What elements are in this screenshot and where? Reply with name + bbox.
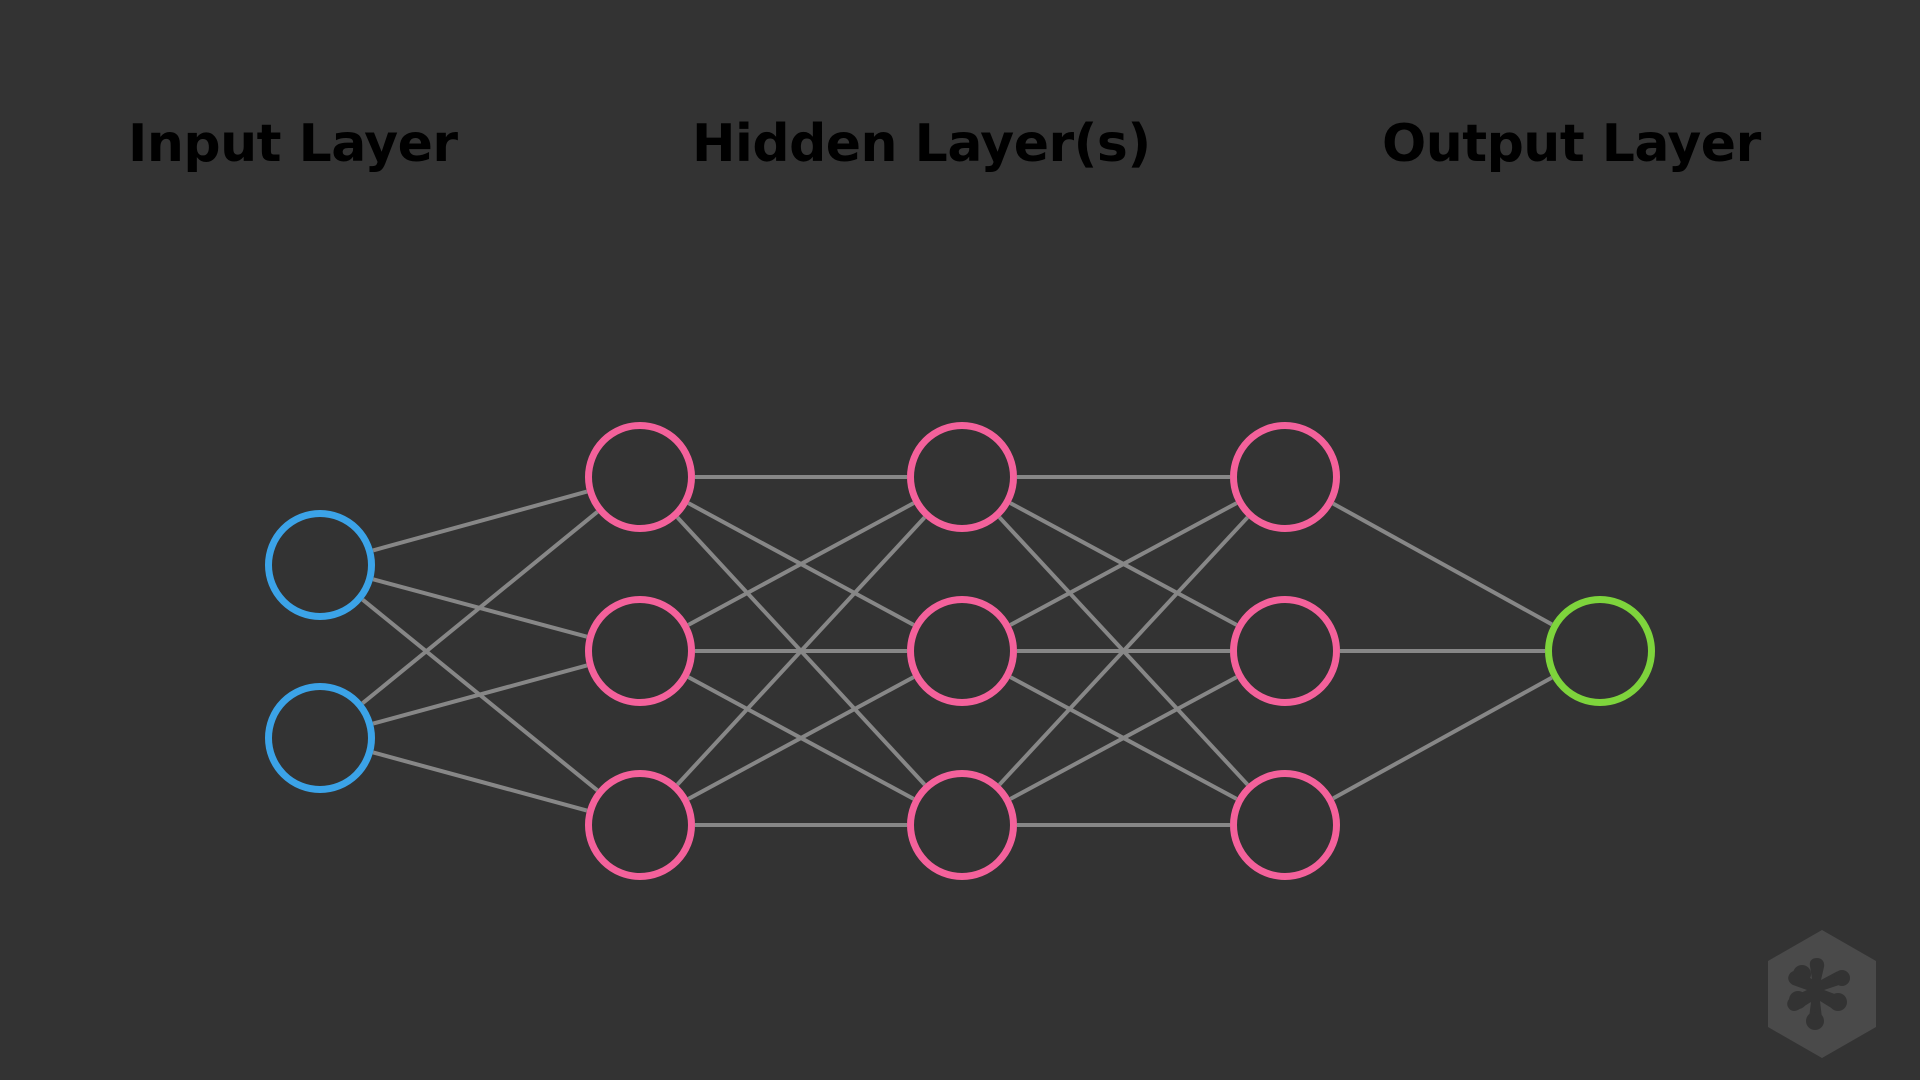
node-input-2[interactable] — [265, 683, 375, 793]
nodes-group — [265, 422, 1655, 880]
hidden-layer-title: Hidden Layer(s) — [692, 114, 1151, 174]
node-hidden-2[interactable] — [585, 596, 695, 706]
edge — [372, 750, 588, 813]
node-hidden-3[interactable] — [907, 770, 1017, 880]
node-hidden-3[interactable] — [585, 770, 695, 880]
edges-group — [361, 475, 1553, 827]
node-hidden-3[interactable] — [1230, 770, 1340, 880]
edge — [687, 501, 915, 627]
edge — [1332, 501, 1553, 627]
edge — [372, 489, 588, 553]
edge — [372, 663, 588, 726]
node-input-1[interactable] — [265, 510, 375, 620]
output-layer-title: Output Layer — [1382, 114, 1761, 174]
node-output-1[interactable] — [1545, 596, 1655, 706]
edge — [1009, 501, 1238, 627]
node-hidden-2[interactable] — [907, 596, 1017, 706]
node-hidden-1[interactable] — [585, 422, 695, 532]
edge — [687, 675, 915, 801]
hexagon-neuron-logo-icon — [1768, 930, 1876, 1058]
node-hidden-1[interactable] — [907, 422, 1017, 532]
input-layer-title: Input Layer — [128, 114, 458, 174]
node-hidden-2[interactable] — [1230, 596, 1340, 706]
node-hidden-1[interactable] — [1230, 422, 1340, 532]
edge — [361, 510, 599, 705]
edge — [997, 515, 1250, 787]
edge — [675, 516, 927, 786]
edge — [1009, 675, 1238, 801]
edge — [1332, 675, 1553, 801]
